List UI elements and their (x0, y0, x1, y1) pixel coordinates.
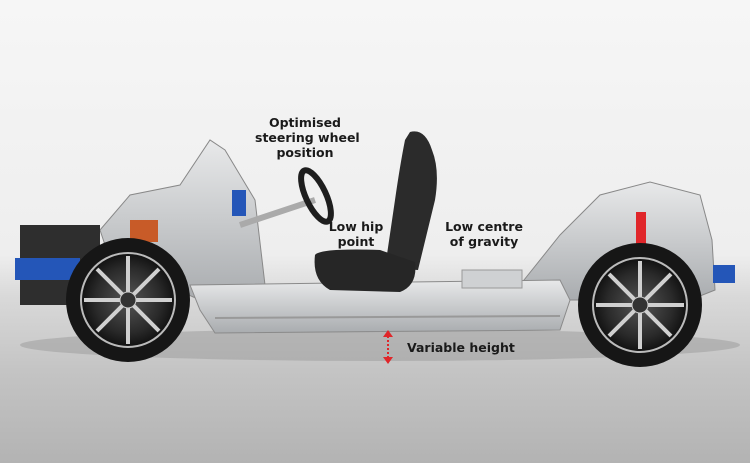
annotation-line: of gravity (449, 234, 519, 249)
annotation-line: position (276, 145, 334, 160)
variable-height-annotation: Variable height (407, 340, 515, 355)
front-wheel (66, 238, 190, 362)
annotation-line: steering wheel (255, 130, 360, 145)
rear-blue-part (713, 265, 735, 283)
centre-of-gravity-annotation: Low centre of gravity (440, 219, 528, 249)
battery-box (461, 269, 523, 289)
floor-sill-line (214, 315, 561, 319)
seat-cushion (314, 249, 416, 292)
annotation-line: Low hip (328, 219, 384, 234)
floor-pan (189, 279, 571, 334)
seat-backrest (385, 131, 437, 270)
rear-shock-absorber (636, 212, 646, 247)
front-spring (130, 220, 158, 242)
hip-point-annotation: Low hip point (320, 219, 392, 249)
steering-column (239, 197, 316, 228)
variable-height-arrow-icon (383, 330, 393, 364)
annotation-line: Low centre (445, 219, 523, 234)
annotation-line: Optimised (268, 115, 341, 130)
front-blue-part (15, 258, 80, 280)
floor-shadow (20, 329, 740, 361)
steering-wheel (298, 167, 334, 225)
steering-blue-part (232, 190, 246, 216)
rear-wheel (578, 243, 702, 367)
annotation-line: point (337, 234, 375, 249)
steering-wheel-annotation: Optimised steering wheel position (255, 115, 360, 160)
